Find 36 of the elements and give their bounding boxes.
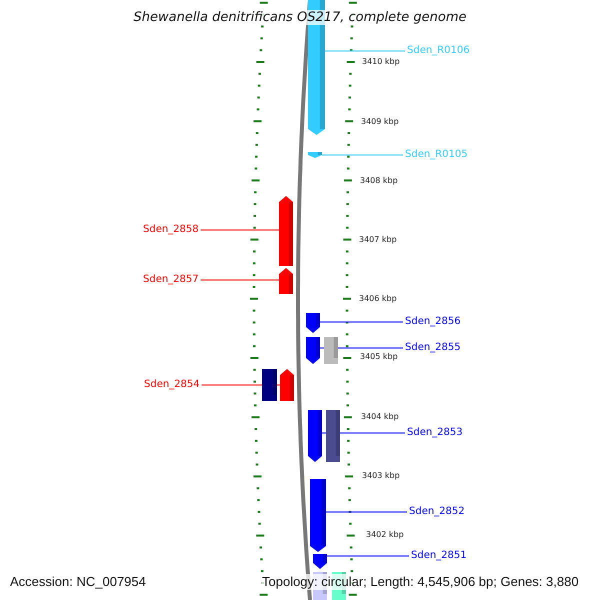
gene-feature xyxy=(279,196,293,266)
gene-feature xyxy=(313,554,327,569)
scale-label: 3409 kbp xyxy=(361,117,399,127)
gene-label: Sden_2851 xyxy=(411,549,467,563)
gene-label: Sden_R0105 xyxy=(405,148,468,162)
gene-label: Sden_2852 xyxy=(409,505,465,519)
diagram-title: Shewanella denitrificans OS217, complete genome xyxy=(132,10,468,26)
gene-label: Sden_2855 xyxy=(405,341,461,355)
footer-text: Topology: circular; Length: 4,545,906 bp; Genes: 3,880 xyxy=(262,574,579,590)
scale-label: 3405 kbp xyxy=(360,352,398,362)
scale-label: 3406 kbp xyxy=(359,294,397,304)
gene-bar xyxy=(324,337,338,364)
gene-label: Sden_R0106 xyxy=(407,44,470,58)
leader-line xyxy=(322,154,404,156)
gene-feature xyxy=(306,313,320,333)
gene-label: Sden_2853 xyxy=(407,426,463,440)
scale-label: 3410 kbp xyxy=(362,57,400,67)
gene-label: Sden_2857 xyxy=(143,273,199,287)
scale-label: 3402 kbp xyxy=(366,530,404,540)
gene-feature xyxy=(280,369,294,401)
gene-feature xyxy=(308,410,322,462)
gene-feature xyxy=(279,268,293,294)
gene-bar xyxy=(262,369,277,401)
scale-label: 3407 kbp xyxy=(359,235,397,245)
gene-label: Sden_2856 xyxy=(405,315,461,329)
footer-text: Accession: NC_007954 xyxy=(10,574,146,590)
scale-label: 3404 kbp xyxy=(361,412,399,422)
gene-feature xyxy=(308,152,322,158)
gene-bar xyxy=(326,410,340,462)
scale-label: 3403 kbp xyxy=(362,471,400,481)
gene-feature xyxy=(306,337,320,364)
scale-label: 3408 kbp xyxy=(360,176,398,186)
gene-label: Sden_2854 xyxy=(144,378,200,392)
gene-feature xyxy=(310,479,326,552)
leader-line xyxy=(324,50,406,52)
gene-label: Sden_2858 xyxy=(143,223,199,237)
